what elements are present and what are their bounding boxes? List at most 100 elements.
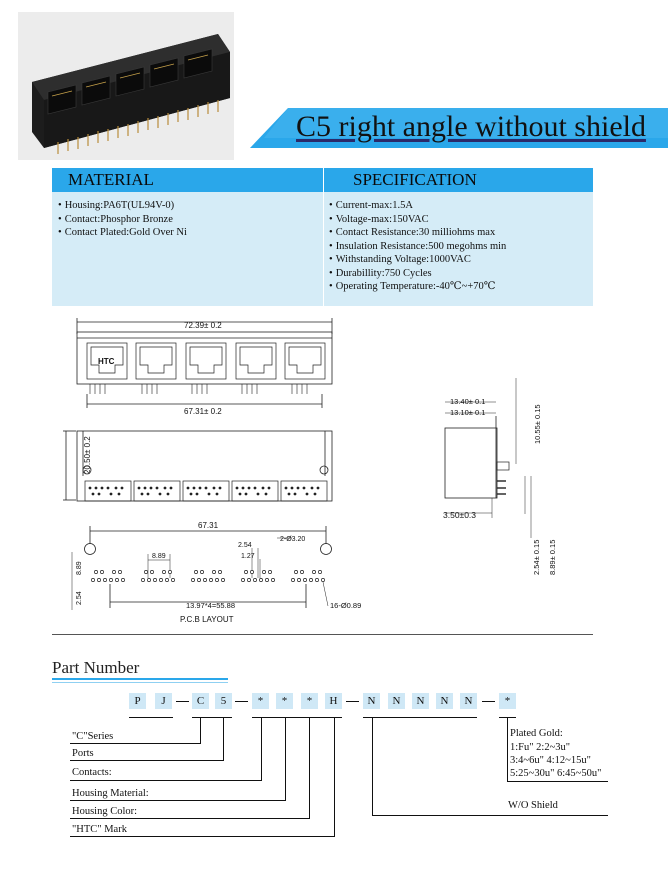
- code-underline: [252, 717, 342, 718]
- plating-title: Plated Gold:: [510, 728, 563, 739]
- part-number-heading: Part Number: [52, 658, 140, 677]
- top-view: 20.50± 0.2: [63, 430, 333, 502]
- code-dash: [176, 701, 189, 702]
- heading-underline: [52, 678, 228, 680]
- code-underline: [363, 717, 477, 718]
- column-divider: [323, 168, 324, 306]
- plating-option: 3:4~6u" 4:12~15u": [510, 755, 591, 766]
- dim-pcb-span: 13.97*4=55.88: [186, 601, 235, 610]
- dim-pcb-pins: 16-Ø0.89: [330, 601, 361, 610]
- spec-item: Voltage-max:150VAC: [329, 213, 506, 227]
- code-box-housing-material: *: [276, 693, 293, 709]
- code-box-j: J: [155, 693, 172, 709]
- code-box-ports: 5: [215, 693, 232, 709]
- label-shield: W/O Shield: [508, 800, 558, 811]
- material-item: Contact:Phosphor Bronze: [58, 213, 187, 227]
- pcb-layout: 67.31 2-Ø3.20 2.54 1.27 8.89 8.89 2.54 1…: [71, 521, 361, 624]
- leader-line: [70, 836, 335, 837]
- code-dash: [235, 701, 248, 702]
- leader-line: [507, 781, 608, 782]
- dim-pcb-hole: 2-Ø3.20: [280, 536, 305, 543]
- section-divider: [52, 634, 593, 635]
- code-underline: [192, 717, 232, 718]
- leader-line: [285, 718, 286, 800]
- label-housing-material: Housing Material:: [72, 788, 149, 799]
- label-ports: Ports: [72, 748, 94, 759]
- leader-line: [372, 815, 608, 816]
- plating-option: 1:Fu" 2:2~3u": [510, 742, 571, 753]
- material-spec-table: MATERIAL SPECIFICATION Housing:PA6T(UL94…: [52, 168, 593, 306]
- leader-line: [334, 718, 335, 836]
- code-box-p: P: [129, 693, 146, 709]
- spec-item: Withstanding Voltage:1000VAC: [329, 253, 506, 267]
- dim-pcb-left-h: 8.89: [76, 561, 83, 575]
- label-contacts: Contacts:: [72, 767, 112, 778]
- material-item: Housing:PA6T(UL94V-0): [58, 199, 187, 213]
- code-underline: [129, 717, 173, 718]
- leader-line: [372, 718, 373, 815]
- code-box-housing-color: *: [301, 693, 318, 709]
- dim-pcb-left-pitch: 2.54: [76, 591, 83, 605]
- leader-line: [70, 743, 201, 744]
- spec-item: Operating Temperature:-40℃~+70℃: [329, 280, 506, 294]
- page-title: C5 right angle without shield: [296, 110, 646, 143]
- table-header: [52, 168, 593, 192]
- specification-heading: SPECIFICATION: [353, 170, 477, 189]
- leader-line: [507, 718, 508, 781]
- title-banner: [250, 108, 668, 148]
- spec-item: Durabillity:750 Cycles: [329, 267, 506, 281]
- code-box-n: N: [388, 693, 405, 709]
- dim-side-offset: 3.50±0.3: [443, 510, 476, 520]
- leader-line: [261, 718, 262, 780]
- dim-side-height: 10.55± 0.15: [533, 404, 542, 444]
- code-dash: [346, 701, 359, 702]
- product-photo: [18, 12, 234, 160]
- material-heading: MATERIAL: [68, 170, 154, 189]
- dim-pitch-width: 67.31± 0.2: [184, 407, 222, 416]
- leader-line: [223, 718, 224, 760]
- leader-line: [70, 780, 262, 781]
- leader-line: [200, 718, 201, 743]
- plating-option: 5:25~30u" 6:45~50u": [510, 768, 602, 779]
- spec-item: Current-max:1.5A: [329, 199, 506, 213]
- code-box-n: N: [412, 693, 429, 709]
- label-series: "C"Series: [72, 731, 114, 742]
- code-box-n: N: [460, 693, 477, 709]
- heading-underline-thin: [52, 682, 228, 683]
- dim-pcb-half-pitch: 1.27: [241, 553, 255, 560]
- label-housing-color: Housing Color:: [72, 806, 138, 817]
- dim-pcb-width: 67.31: [198, 521, 219, 530]
- dim-overall-width: 72.39± 0.2: [184, 321, 222, 330]
- dim-depth: 20.50± 0.2: [83, 436, 92, 474]
- material-list: Housing:PA6T(UL94V-0) Contact:Phosphor B…: [58, 199, 187, 240]
- side-view: 13.40± 0.1 13.10± 0.1 10.55± 0.15 3.50±0…: [443, 378, 557, 575]
- label-htc-mark: "HTC" Mark: [72, 824, 127, 835]
- connector-photo: [18, 12, 234, 160]
- dim-side-pin-2: 8.89± 0.15: [548, 540, 557, 575]
- code-box-contacts: *: [252, 693, 269, 709]
- code-box-htc-mark: H: [325, 693, 342, 709]
- htc-mark: HTC: [98, 357, 115, 366]
- leader-line: [70, 800, 286, 801]
- pcb-layout-caption: P.C.B LAYOUT: [180, 615, 234, 624]
- code-box-n: N: [436, 693, 453, 709]
- dim-pcb-block: 8.89: [152, 553, 166, 560]
- specification-list: Current-max:1.5A Voltage-max:150VAC Cont…: [329, 199, 507, 294]
- front-view: 72.39± 0.2 HTC 67.31± 0.2: [76, 318, 333, 416]
- leader-line: [70, 818, 310, 819]
- dim-pcb-pitch: 2.54: [238, 542, 252, 549]
- leader-line: [70, 760, 224, 761]
- spec-item: Contact Resistance:30 milliohms max: [329, 226, 506, 240]
- spec-item: Insulation Resistance:500 megohms min: [329, 240, 507, 254]
- dim-side-width-1: 13.40± 0.1: [450, 397, 485, 406]
- technical-drawings: 72.39± 0.2 HTC 67.31± 0.2 20.50± 0.2: [63, 318, 557, 624]
- code-box-plating: *: [499, 693, 516, 709]
- code-box-shield: N: [363, 693, 380, 709]
- code-underline: [499, 717, 516, 718]
- dim-side-pin-1: 2.54± 0.15: [532, 540, 541, 575]
- code-dash: [482, 701, 495, 702]
- dim-side-width-2: 13.10± 0.1: [450, 408, 485, 417]
- leader-line: [309, 718, 310, 818]
- material-item: Contact Plated:Gold Over Ni: [58, 226, 187, 240]
- code-box-series: C: [192, 693, 209, 709]
